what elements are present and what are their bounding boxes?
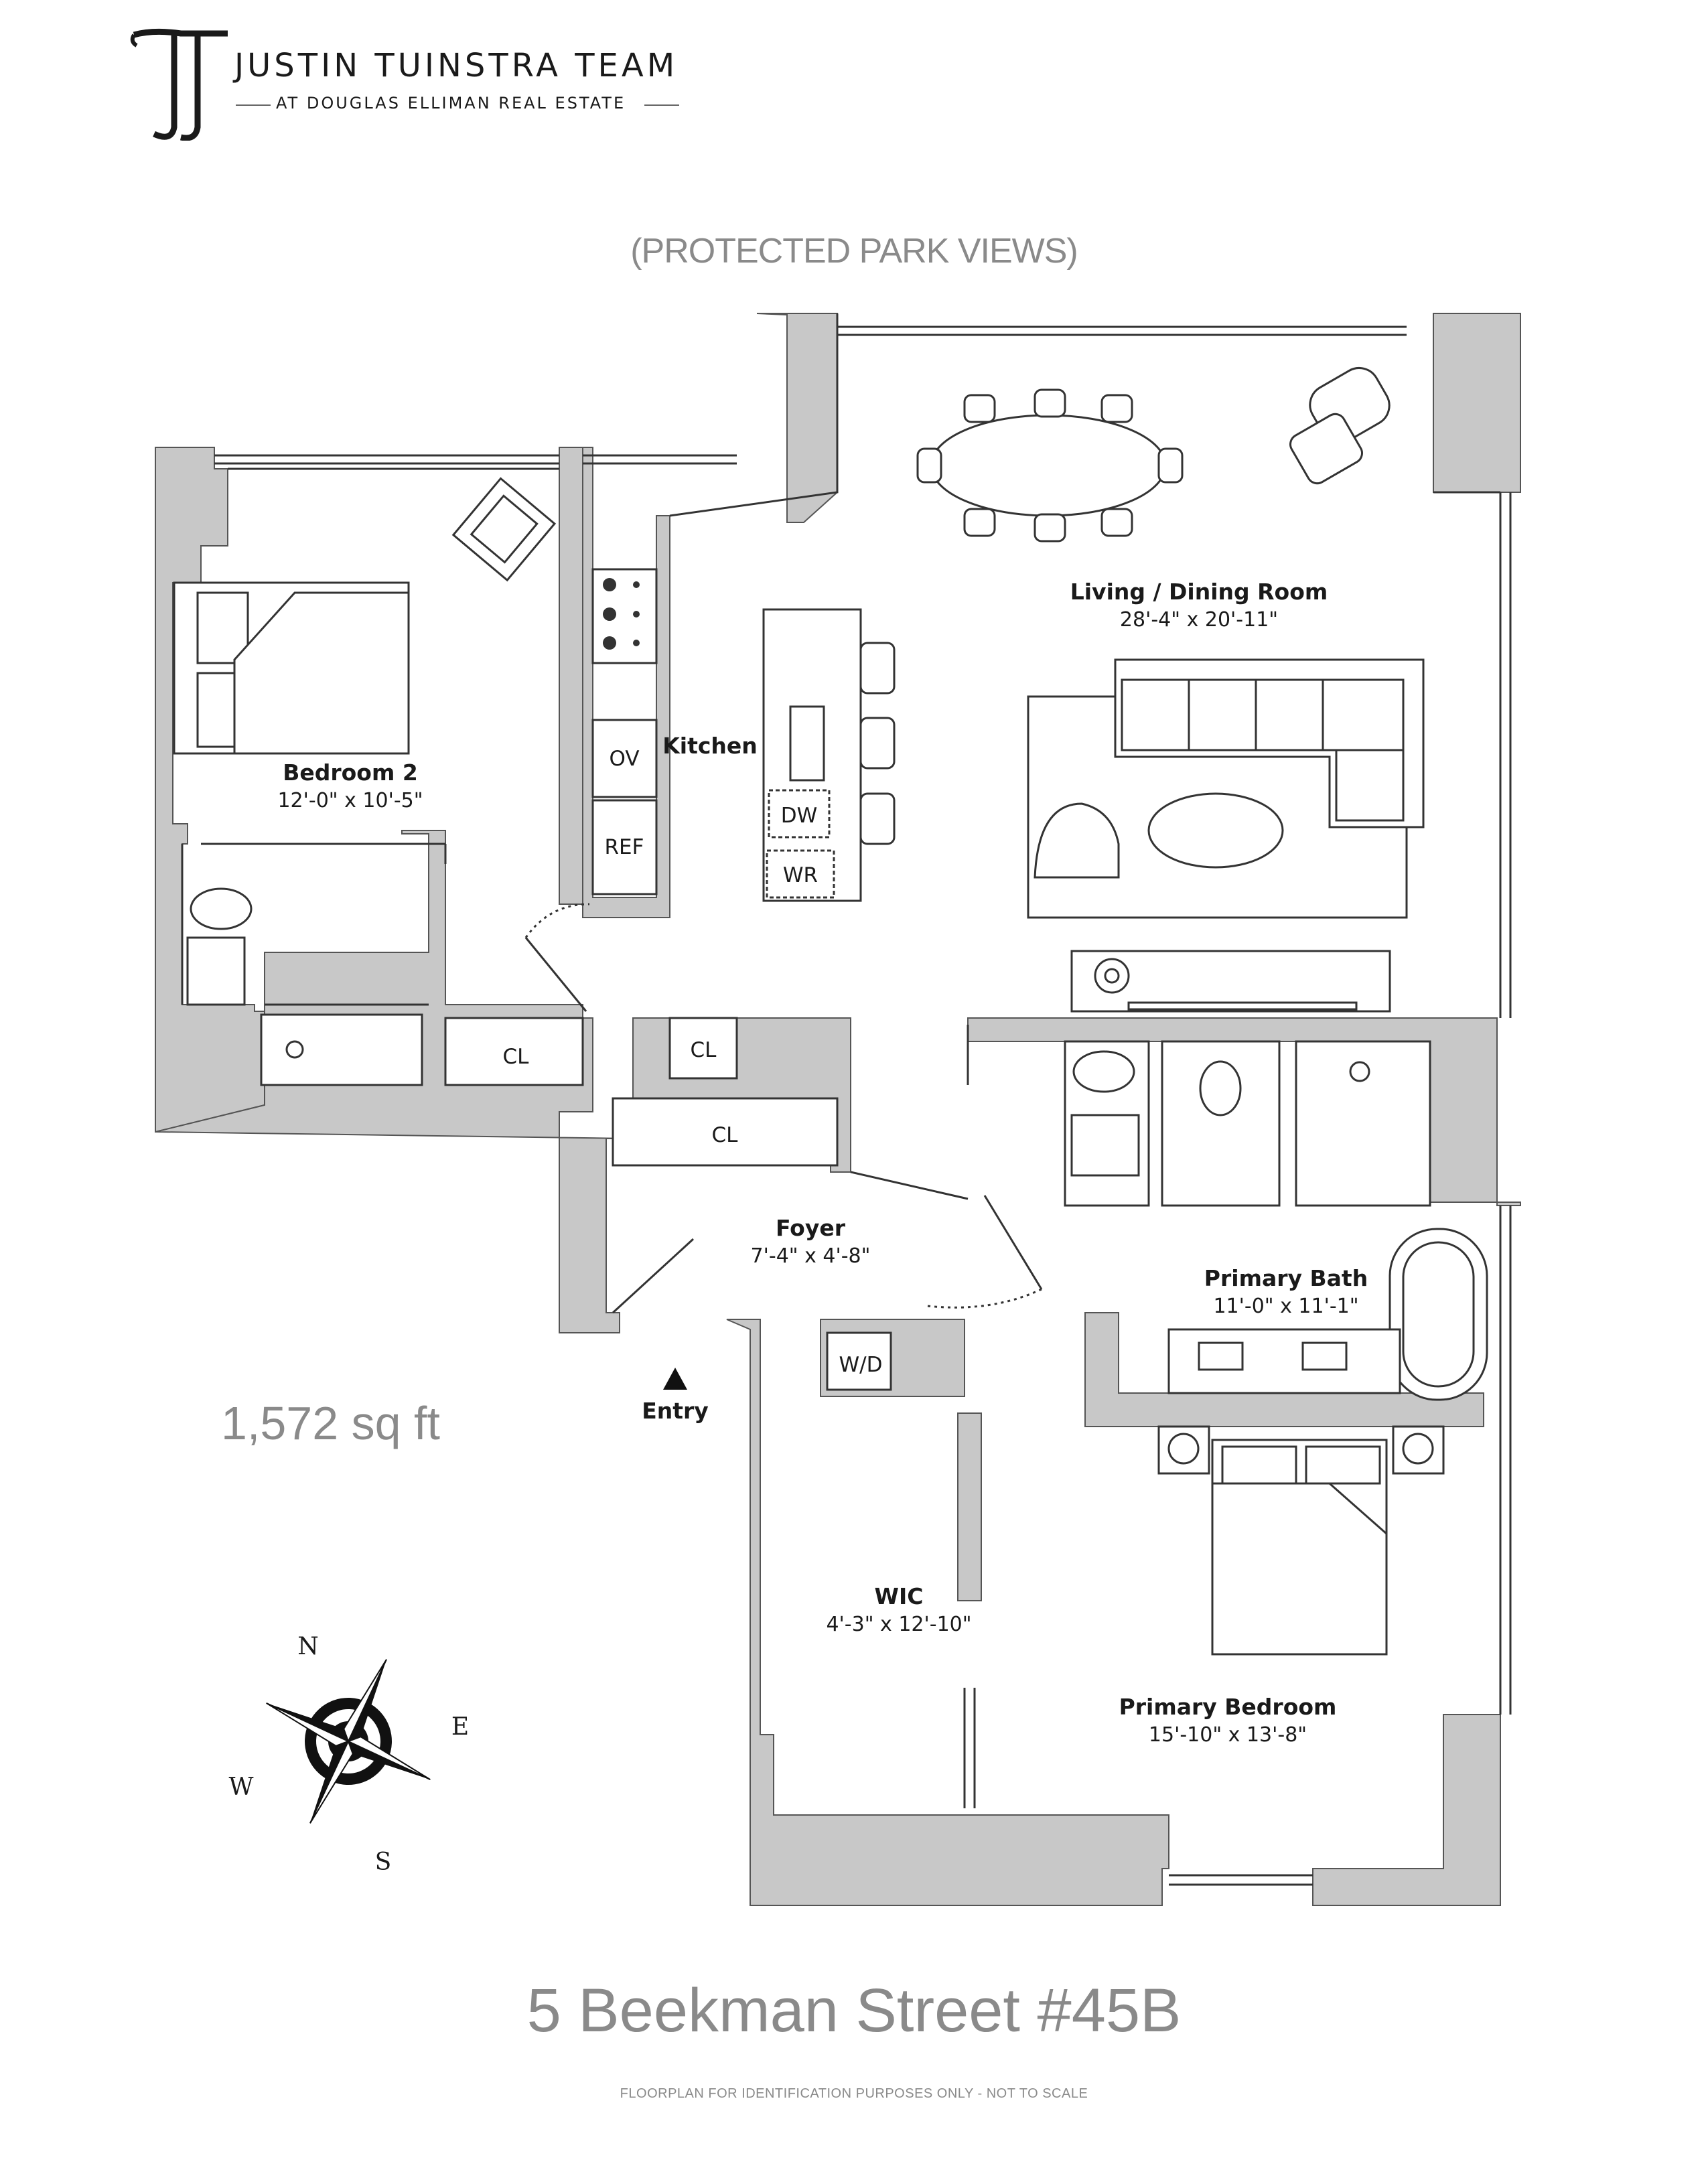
entry-arrow-icon <box>663 1368 687 1390</box>
room-dim-primary-bath: 11'-0" x 11'-1" <box>1213 1295 1358 1318</box>
wall-bedroom2-east <box>559 447 583 905</box>
lounge-chair <box>1289 367 1391 485</box>
views-note: (PROTECTED PARK VIEWS) <box>630 232 1078 271</box>
cooktop <box>591 568 658 664</box>
bedroom2-furniture <box>173 477 557 755</box>
wine-fridge-box <box>766 849 835 899</box>
room-labels: Living / Dining Room 28'-4" x 20'-11" Be… <box>277 579 1368 1747</box>
room-dim-primary-bedroom: 15'-10" x 13'-8" <box>1149 1723 1307 1747</box>
wall-bedroom-se <box>1312 1714 1501 1906</box>
wall-bath-lower <box>1084 1312 1484 1427</box>
wall-wic-east <box>957 1412 982 1601</box>
compass-s: S <box>375 1848 392 1876</box>
room-dim-bedroom2: 12'-0" x 10'-5" <box>277 789 423 812</box>
closets <box>444 1017 892 1391</box>
label-cl-foyer: CL <box>712 1123 739 1147</box>
fridge-box <box>591 799 658 895</box>
label-cl-hall: CL <box>691 1038 717 1062</box>
kitchen <box>591 568 896 902</box>
room-dim-foyer: 7'-4" x 4'-8" <box>751 1244 871 1268</box>
room-name-living: Living / Dining Room <box>1070 579 1328 605</box>
wall-bedroom2-west <box>155 447 265 1133</box>
dishwasher-box <box>768 789 831 839</box>
primary-bath <box>1064 1040 1488 1401</box>
brand-rule-right <box>644 104 679 106</box>
room-name-foyer: Foyer <box>776 1215 846 1241</box>
living-furniture <box>1027 658 1425 1013</box>
label-wr: WR <box>783 863 818 887</box>
oven-box <box>591 719 658 798</box>
dining-set <box>916 388 1184 542</box>
wall-living-nw <box>756 313 838 523</box>
compass-w: W <box>228 1773 253 1801</box>
primary-bedroom-furniture <box>1157 1425 1445 1656</box>
label-ref: REF <box>605 835 644 859</box>
label-wd: W/D <box>839 1353 883 1377</box>
windows <box>214 325 1512 1886</box>
square-footage: 1,572 sq ft <box>221 1397 440 1449</box>
label-dw: DW <box>781 804 818 828</box>
fixture-labels: OV REF DW WR CL CL CL W/D Entry <box>503 747 883 1424</box>
disclaimer: FLOORPLAN FOR IDENTIFICATION PURPOSES ON… <box>620 2086 1088 2101</box>
wall-living-ne <box>1433 313 1521 493</box>
doors <box>524 903 1043 1808</box>
compass-rose-icon <box>266 1659 431 1824</box>
compass-n: N <box>297 1633 319 1660</box>
bath2 <box>186 887 423 1086</box>
property-address: 5 Beekman Street #45B <box>526 1976 1182 2045</box>
cooktop-burners <box>603 578 640 650</box>
label-entry: Entry <box>642 1398 709 1424</box>
room-dim-living: 28'-4" x 20'-11" <box>1120 608 1278 632</box>
wall-wic-west <box>726 1319 1169 1906</box>
brand-monogram-logo <box>130 28 228 141</box>
room-name-bedroom2: Bedroom 2 <box>283 759 418 786</box>
brand-name: JUSTIN TUINSTRA TEAM <box>234 47 679 84</box>
room-outlines <box>181 313 1500 1200</box>
room-name-primary-bedroom: Primary Bedroom <box>1119 1694 1337 1720</box>
room-name-primary-bath: Primary Bath <box>1204 1265 1368 1291</box>
brand-subtitle: AT DOUGLAS ELLIMAN REAL ESTATE <box>276 94 626 113</box>
room-dim-wic: 4'-3" x 12'-10" <box>826 1613 971 1636</box>
brand-rule-left <box>236 104 271 106</box>
sink <box>789 705 825 782</box>
compass-e: E <box>451 1713 469 1741</box>
room-name-wic: WIC <box>875 1583 924 1609</box>
compass-letters: N E S W <box>228 1633 469 1876</box>
label-cl-bedroom: CL <box>503 1045 530 1069</box>
room-name-kitchen: Kitchen <box>662 733 758 759</box>
label-ov: OV <box>609 747 639 771</box>
